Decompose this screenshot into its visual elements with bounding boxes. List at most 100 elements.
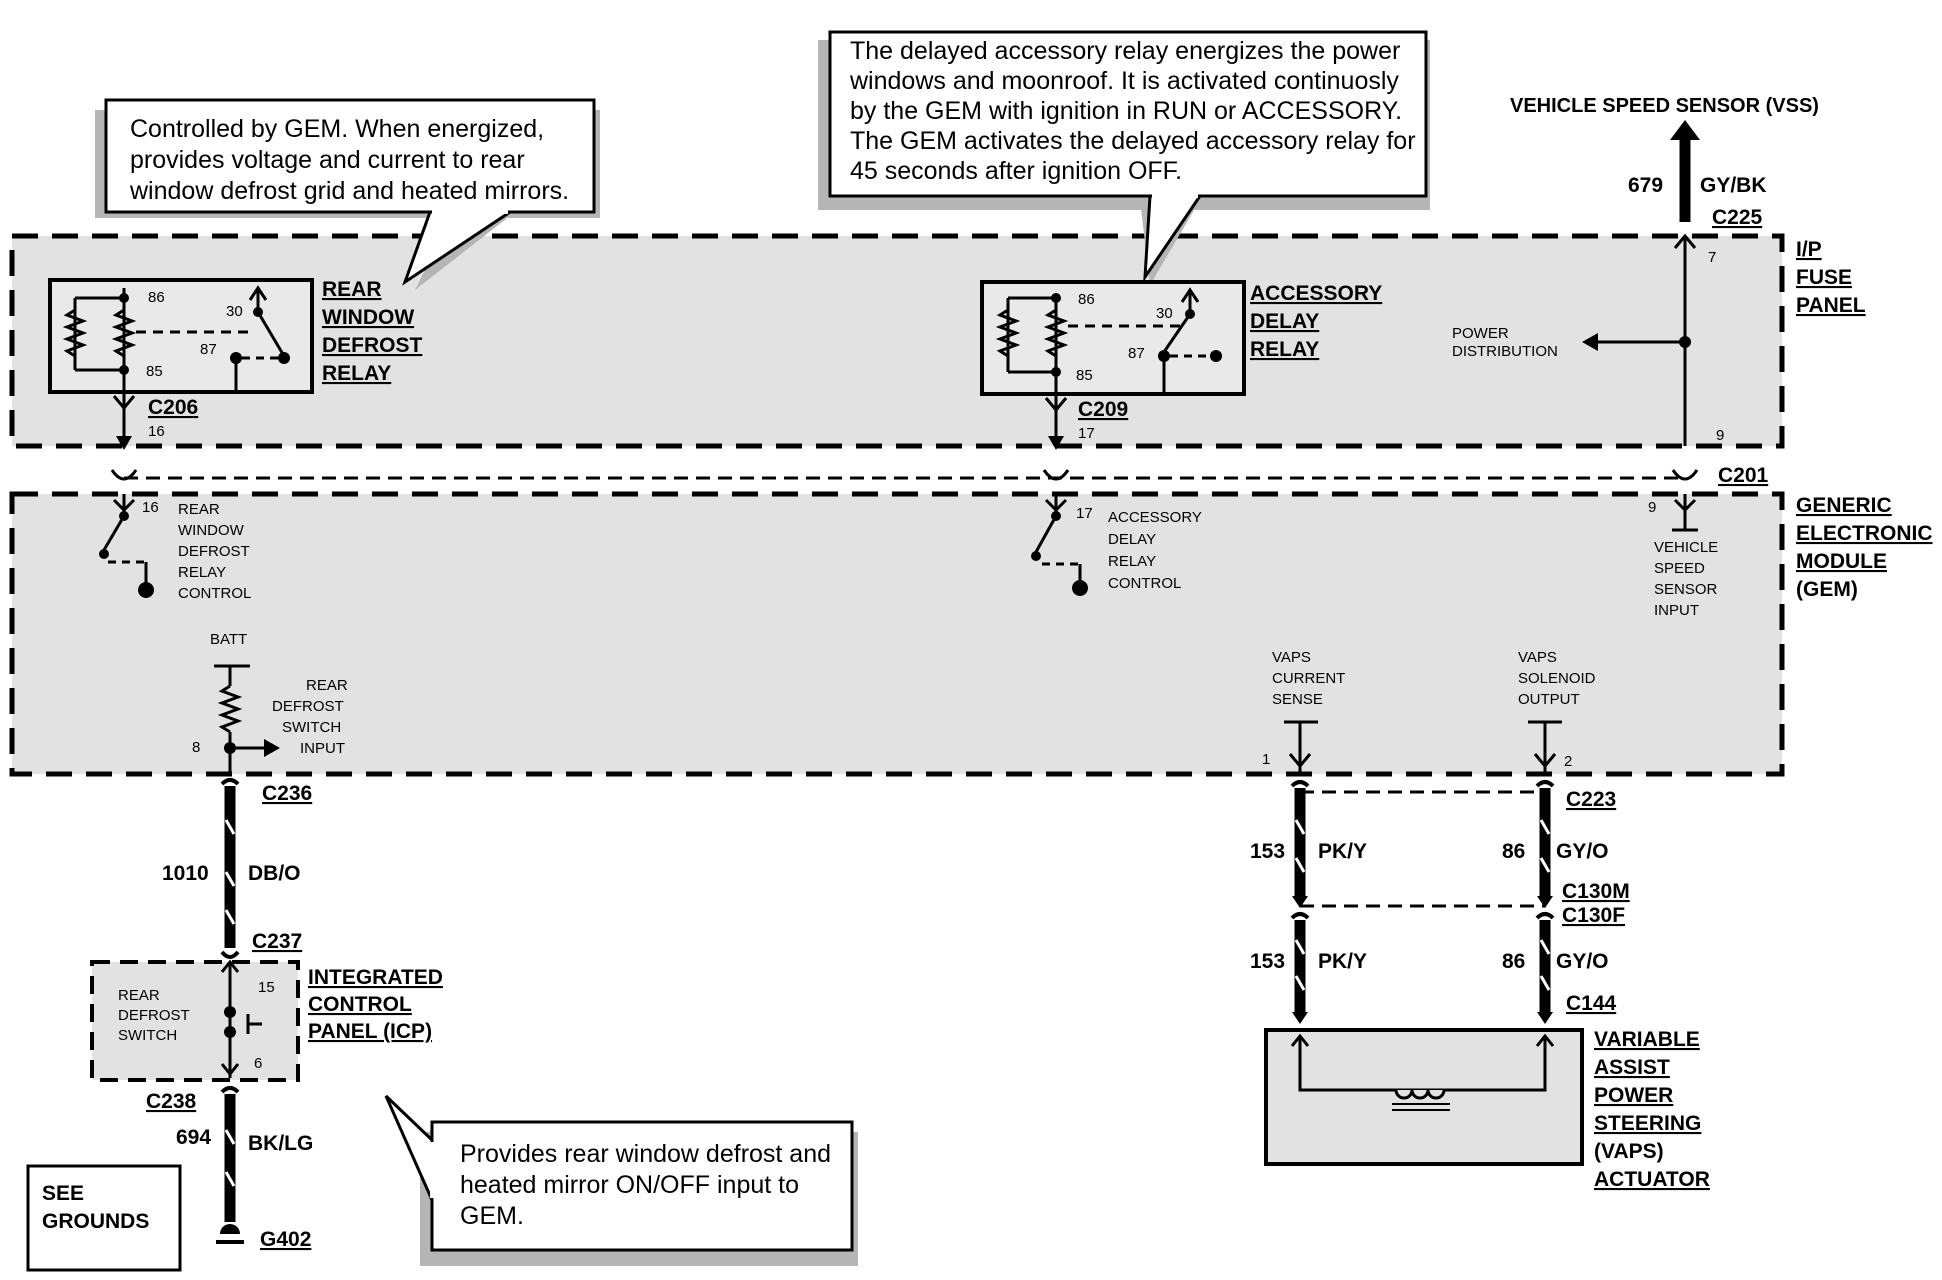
svg-text:REAR: REAR <box>322 278 382 301</box>
svg-text:GROUNDS: GROUNDS <box>42 1210 149 1233</box>
callout-rear-defrost-relay: Controlled by GEM. When energized, provi… <box>95 98 600 290</box>
callout-accessory-delay: The delayed accessory relay energizes th… <box>818 30 1430 285</box>
svg-text:MODULE: MODULE <box>1796 550 1887 573</box>
c238: C238 <box>146 1090 197 1113</box>
svg-text:RELAY: RELAY <box>1108 553 1156 570</box>
svg-text:9: 9 <box>1648 499 1656 516</box>
svg-text:16: 16 <box>142 499 159 516</box>
gem-rwd-control: 16 REAR WINDOW DEFROST RELAY CONTROL <box>99 494 251 602</box>
accessory-delay-relay: 86 85 30 87 ACCESSORY DELAY RELAY C209 1… <box>980 280 1382 450</box>
c201-label: C201 <box>1718 464 1769 487</box>
svg-text:RELAY: RELAY <box>322 362 391 385</box>
callout-line-3: by the GEM with ignition in RUN or ACCES… <box>850 97 1402 125</box>
svg-text:GENERIC: GENERIC <box>1796 494 1892 517</box>
svg-text:REAR: REAR <box>118 987 160 1004</box>
svg-text:1: 1 <box>1262 751 1270 768</box>
svg-text:VEHICLE: VEHICLE <box>1654 539 1718 556</box>
svg-text:DEFROST: DEFROST <box>178 543 250 560</box>
vss-pin-bottom: 9 <box>1716 427 1724 444</box>
svg-text:17: 17 <box>1076 505 1093 522</box>
svg-text:DEFROST: DEFROST <box>118 1007 190 1024</box>
svg-text:(GEM): (GEM) <box>1796 578 1858 601</box>
svg-text:30: 30 <box>226 303 243 320</box>
svg-text:INTEGRATED: INTEGRATED <box>308 966 443 989</box>
svg-text:STEERING: STEERING <box>1594 1112 1701 1135</box>
resistor-icon <box>217 684 243 734</box>
svg-text:30: 30 <box>1156 305 1173 322</box>
arrow-right-icon <box>264 739 280 757</box>
svg-text:I/P: I/P <box>1796 238 1822 261</box>
fuse-panel-title: I/P FUSE PANEL <box>1796 238 1866 317</box>
svg-text:86: 86 <box>1502 950 1525 973</box>
arrow-left-icon <box>1582 333 1598 351</box>
arrow-down-icon <box>116 436 132 450</box>
svg-text:SPEED: SPEED <box>1654 560 1705 577</box>
svg-text:GY/O: GY/O <box>1556 950 1609 973</box>
circuit-1010: 1010 <box>162 862 209 885</box>
left-harness: C236 1010 DB/O C237 15 6 REAR DEFROST SW… <box>26 778 443 1272</box>
color-bk-lg: BK/LG <box>248 1132 313 1155</box>
c201-connector: C201 <box>110 464 1769 487</box>
gem-vaps-sense: VAPS CURRENT SENSE 1 <box>1262 649 1345 774</box>
svg-text:2: 2 <box>1564 753 1572 770</box>
svg-text:15: 15 <box>258 979 275 996</box>
c130m: C130M <box>1562 880 1630 903</box>
svg-text:86: 86 <box>1502 840 1525 863</box>
svg-text:85: 85 <box>1076 367 1093 384</box>
c223: C223 <box>1566 788 1616 811</box>
callout-line-1: The delayed accessory relay energizes th… <box>850 37 1400 65</box>
callout-line-4: The GEM activates the delayed accessory … <box>850 127 1416 155</box>
coil-icon <box>62 308 88 358</box>
svg-text:SWITCH: SWITCH <box>118 1027 177 1044</box>
gem-vaps-output: VAPS SOLENOID OUTPUT 2 <box>1518 649 1596 774</box>
svg-text:WINDOW: WINDOW <box>178 522 245 539</box>
gem-switch-input: BATT 8 REAR DEFROST SWITCH INPUT <box>192 631 348 774</box>
svg-text:DEFROST: DEFROST <box>272 698 344 715</box>
svg-text:INPUT: INPUT <box>1654 602 1699 619</box>
svg-text:RELAY: RELAY <box>1250 338 1319 361</box>
svg-text:VAPS: VAPS <box>1518 649 1557 666</box>
svg-text:SENSOR: SENSOR <box>1654 581 1718 598</box>
gem-acc-control: 17 ACCESSORY DELAY RELAY CONTROL <box>1031 494 1202 596</box>
arrow-down-icon <box>1048 436 1064 450</box>
svg-text:FUSE: FUSE <box>1796 266 1852 289</box>
vss-color: GY/BK <box>1700 174 1767 197</box>
svg-text:8: 8 <box>192 739 200 756</box>
callout-line-5: 45 seconds after ignition OFF. <box>850 157 1182 185</box>
c237: C237 <box>252 930 302 953</box>
svg-text:ACCESSORY: ACCESSORY <box>1250 282 1382 305</box>
vss-pin-top: 7 <box>1708 249 1716 266</box>
svg-text:INPUT: INPUT <box>300 740 345 757</box>
c144: C144 <box>1566 992 1617 1015</box>
svg-text:WINDOW: WINDOW <box>322 306 414 329</box>
svg-text:DEFROST: DEFROST <box>322 334 423 357</box>
callout-line-3: window defrost grid and heated mirrors. <box>129 177 569 205</box>
see-grounds-box <box>26 1164 182 1272</box>
svg-text:SOLENOID: SOLENOID <box>1518 670 1596 687</box>
right-harness: C223 153 PK/Y 86 GY/O C130M C130F 153 PK… <box>1250 780 1710 1191</box>
callout-line-2: windows and moonroof. It is activated co… <box>849 67 1399 95</box>
icp-box <box>90 960 300 1082</box>
svg-text:POWER: POWER <box>1594 1084 1673 1107</box>
gem-box <box>9 491 1785 777</box>
svg-text:CONTROL: CONTROL <box>308 993 412 1016</box>
callout-line-3: GEM. <box>460 1202 524 1230</box>
callout-line-2: heated mirror ON/OFF input to <box>460 1171 799 1199</box>
svg-text:GY/O: GY/O <box>1556 840 1609 863</box>
circuit-694: 694 <box>176 1126 211 1149</box>
svg-text:CONTROL: CONTROL <box>178 585 251 602</box>
c130f: C130F <box>1562 904 1625 927</box>
svg-text:153: 153 <box>1250 950 1285 973</box>
power-distribution-line-1: POWER <box>1452 325 1509 342</box>
callout-line-1: Provides rear window defrost and <box>460 1140 831 1168</box>
svg-text:OUTPUT: OUTPUT <box>1518 691 1580 708</box>
svg-text:PANEL: PANEL <box>1796 294 1866 317</box>
vss-title: VEHICLE SPEED SENSOR (VSS) <box>1510 95 1819 117</box>
svg-text:(VAPS): (VAPS) <box>1594 1140 1664 1163</box>
svg-text:86: 86 <box>148 289 165 306</box>
gem-vss-input: 9 VEHICLE SPEED SENSOR INPUT <box>1648 494 1718 619</box>
svg-text:85: 85 <box>146 363 163 380</box>
callout-rear-defrost-switch: Provides rear window defrost and heated … <box>380 1090 858 1266</box>
svg-text:SENSE: SENSE <box>1272 691 1323 708</box>
